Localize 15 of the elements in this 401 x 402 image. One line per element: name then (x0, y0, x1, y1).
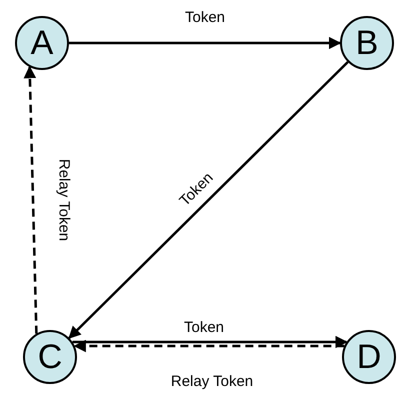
arrow (68, 61, 349, 339)
node-circle (340, 16, 394, 70)
node-circle (23, 330, 77, 384)
node-label: B (356, 26, 378, 60)
node-label: D (356, 340, 382, 374)
dashed-arrow (73, 340, 344, 352)
node-label: A (30, 26, 54, 60)
node-label: C (38, 340, 62, 374)
edge-label: Relay Token (54, 158, 72, 242)
edge-label: Relay Token (170, 374, 254, 390)
dashed-arrow (24, 66, 38, 334)
arrow (72, 336, 348, 348)
node-circle (15, 16, 69, 70)
node-circle (342, 330, 396, 384)
arrow (69, 36, 342, 50)
